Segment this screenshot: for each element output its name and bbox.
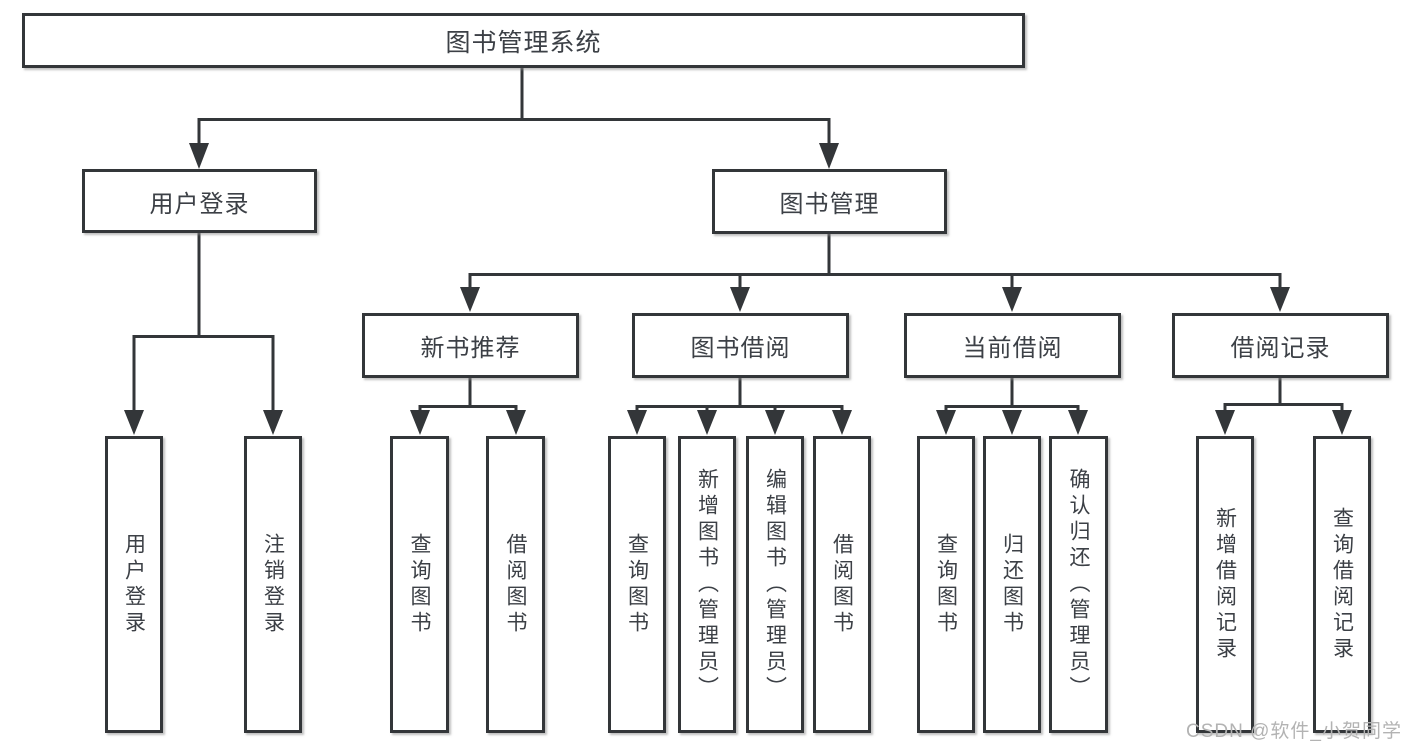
node-library-management-system: 图书管理系统 — [22, 13, 1025, 68]
leaf-label: 查询借阅记录 — [1330, 506, 1354, 663]
leaf-br-query-record: 查询借阅记录 — [1313, 436, 1371, 733]
leaf-label: 查询图书 — [408, 532, 431, 637]
leaf-cb-return-books: 归还图书 — [983, 436, 1041, 733]
leaf-user-login: 用户登录 — [105, 436, 163, 733]
leaf-label: 查询图书 — [625, 532, 649, 637]
leaf-label: 新增借阅记录 — [1213, 506, 1237, 663]
node-label: 图书借阅 — [690, 335, 791, 362]
leaf-label: 借阅图书 — [830, 532, 854, 637]
leaf-label: 注销登录 — [261, 532, 285, 637]
leaf-rec-borrow-books: 借阅图书 — [486, 436, 545, 733]
leaf-bb-query-books: 查询图书 — [608, 436, 666, 733]
leaf-logout: 注销登录 — [244, 436, 302, 733]
node-borrow-records: 借阅记录 — [1172, 313, 1389, 378]
node-book-management: 图书管理 — [712, 169, 947, 234]
leaf-rec-query-books: 查询图书 — [390, 436, 449, 733]
leaf-label: 确认归还（管理员） — [1067, 467, 1090, 702]
node-label: 图书管理 — [779, 191, 880, 218]
leaf-cb-confirm-return-admin: 确认归还（管理员） — [1049, 436, 1108, 733]
leaf-br-add-record: 新增借阅记录 — [1196, 436, 1254, 733]
watermark: CSDN @软件_小贺同学 — [1186, 721, 1402, 742]
leaf-label: 新增图书（管理员） — [695, 467, 719, 702]
node-book-borrow: 图书借阅 — [632, 313, 849, 378]
node-label: 借阅记录 — [1230, 335, 1331, 362]
node-label: 当前借阅 — [962, 335, 1063, 362]
leaf-label: 归还图书 — [1000, 532, 1024, 637]
leaf-cb-query-books: 查询图书 — [917, 436, 975, 733]
node-label: 图书管理系统 — [445, 28, 602, 57]
node-label: 新书推荐 — [420, 335, 521, 362]
node-user-login: 用户登录 — [82, 169, 317, 233]
node-label: 用户登录 — [149, 190, 250, 218]
node-current-borrow: 当前借阅 — [904, 313, 1121, 378]
leaf-label: 编辑图书（管理员） — [763, 467, 787, 702]
leaf-label: 查询图书 — [934, 532, 958, 637]
node-new-book-recommend: 新书推荐 — [362, 313, 579, 378]
leaf-bb-add-books-admin: 新增图书（管理员） — [678, 436, 736, 733]
leaf-label: 借阅图书 — [504, 532, 527, 637]
leaf-label: 用户登录 — [122, 532, 146, 637]
leaf-bb-edit-books-admin: 编辑图书（管理员） — [746, 436, 804, 733]
leaf-bb-borrow-books: 借阅图书 — [813, 436, 871, 733]
